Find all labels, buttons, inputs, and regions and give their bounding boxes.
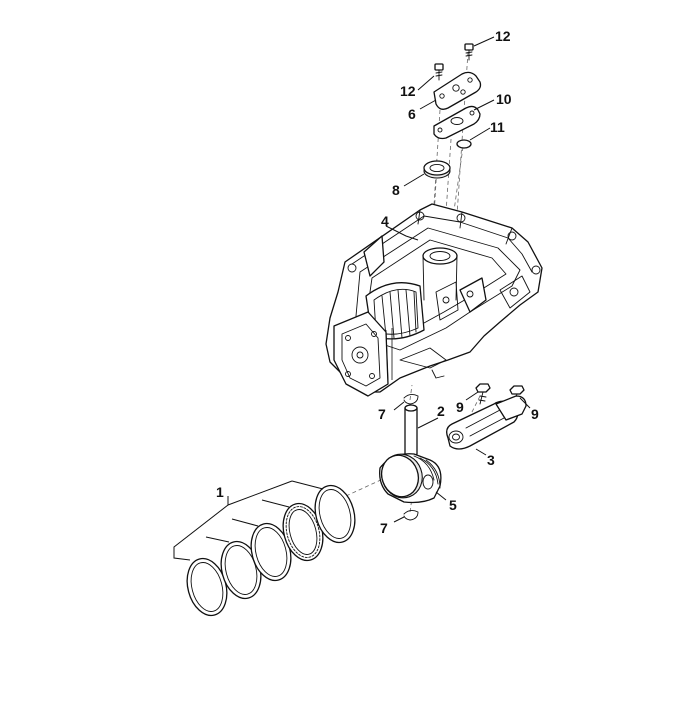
- callout-4: 4: [381, 213, 389, 229]
- circlip-bottom: [403, 509, 419, 521]
- crankcase: [325, 203, 543, 397]
- callout-9-left: 9: [456, 399, 464, 415]
- callout-labels: 1 2 3 4 5 6 7 7 8 9 9 10 11 12 12: [216, 28, 539, 536]
- callout-8: 8: [392, 182, 400, 198]
- piston-ring-5: [314, 484, 356, 544]
- callout-7-top: 7: [378, 406, 386, 422]
- leader-lines: [173, 36, 531, 561]
- callout-7-bottom: 7: [380, 520, 388, 536]
- shaft-seal: [423, 160, 451, 179]
- callout-6: 6: [408, 106, 416, 122]
- connecting-rod: [446, 395, 527, 450]
- screw-left: [434, 63, 444, 81]
- o-ring: [456, 139, 472, 149]
- callout-3: 3: [487, 452, 495, 468]
- callout-1: 1: [216, 484, 224, 500]
- cover-plate: [433, 71, 482, 110]
- rod-bolt-left: [475, 383, 491, 405]
- callout-9-right: 9: [531, 406, 539, 422]
- callout-5: 5: [449, 497, 457, 513]
- callout-2: 2: [437, 403, 445, 419]
- circlip-top: [403, 393, 419, 405]
- callout-12-top: 12: [495, 28, 511, 44]
- gasket: [433, 105, 481, 140]
- callout-10: 10: [496, 91, 512, 107]
- callout-11: 11: [490, 119, 505, 135]
- piston-ring-oil: [282, 502, 324, 562]
- screw-top: [464, 43, 474, 61]
- wrist-pin: [404, 404, 418, 457]
- piston: [379, 453, 442, 504]
- piston-ring-set: [186, 484, 356, 617]
- callout-12-left: 12: [400, 83, 416, 99]
